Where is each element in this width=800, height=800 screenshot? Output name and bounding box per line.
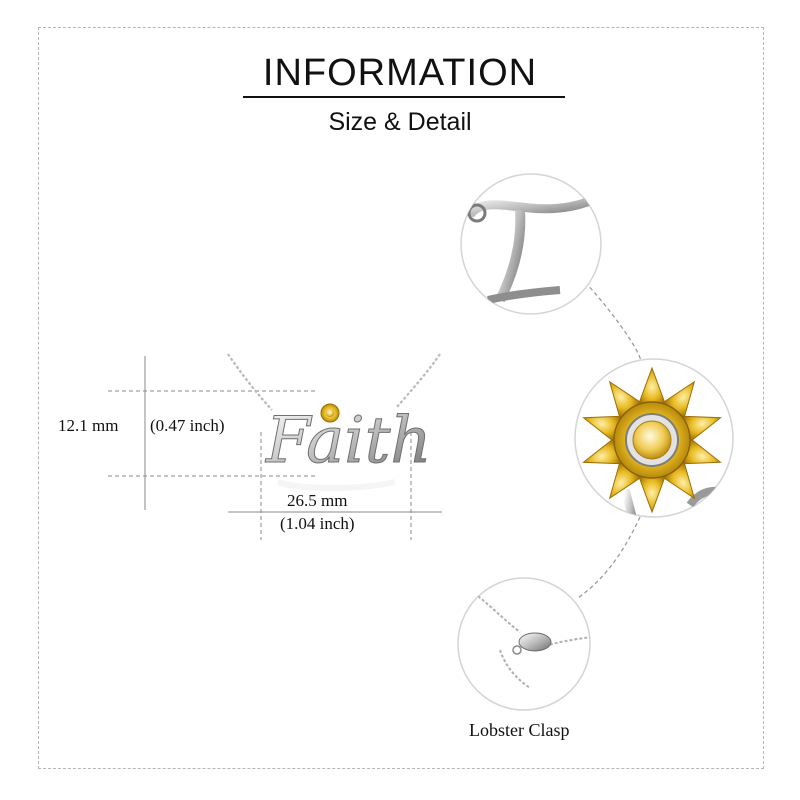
sunflower-closeup-circle: [574, 358, 734, 518]
width-inch-label: (1.04 inch): [280, 514, 355, 533]
measurement-guides: [108, 356, 442, 540]
connector-top: [584, 281, 642, 363]
clasp-closeup-circle: [457, 577, 591, 711]
connector-bottom: [577, 516, 641, 599]
page-subtitle: Size & Detail: [328, 108, 472, 136]
height-mm-label: 12.1 mm: [58, 416, 119, 435]
letter-closeup-circle: [460, 173, 602, 315]
chain-right: [395, 353, 441, 409]
pendant-script-text: Faith: [265, 404, 432, 478]
page-title: INFORMATION: [262, 52, 538, 94]
title-underline: [243, 96, 565, 98]
dashed-frame: [38, 27, 764, 769]
clasp-caption: Lobster Clasp: [469, 720, 570, 740]
pendant-reflection: [276, 479, 396, 491]
height-inch-label: (0.47 inch): [150, 416, 225, 435]
chain-left: [227, 353, 273, 411]
necklace-pendant: Faith: [227, 353, 441, 491]
sunflower-charm: [320, 403, 340, 423]
width-mm-label: 26.5 mm: [287, 491, 348, 510]
